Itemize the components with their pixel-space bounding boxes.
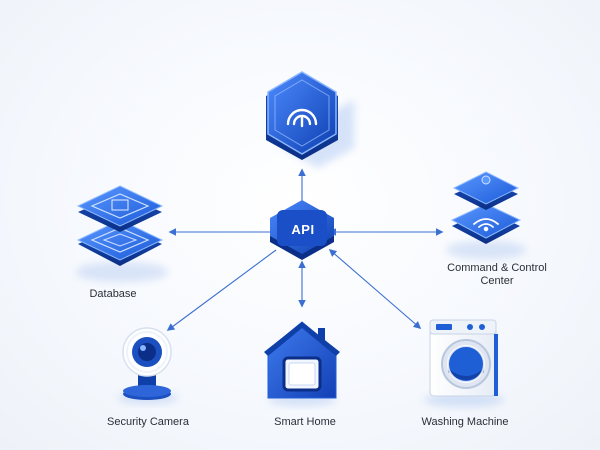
top-hexagon-node	[266, 71, 354, 168]
connector-lines	[166, 168, 444, 331]
washing-machine-label: Washing Machine	[421, 416, 509, 428]
api-label: API	[291, 222, 315, 237]
smart-home-node	[264, 321, 340, 406]
command-center-node	[446, 171, 526, 259]
washing-machine-node	[424, 319, 504, 407]
database-label: Database	[89, 288, 137, 300]
connector-api-to-washer	[328, 248, 422, 330]
security-camera-label: Security Camera	[107, 416, 189, 428]
lens-icon	[126, 331, 168, 373]
connector-api-to-camera	[166, 249, 277, 331]
database-node	[76, 185, 168, 282]
smart-home-label: Smart Home	[274, 416, 336, 428]
signal-icon	[473, 218, 499, 232]
api-center-node	[270, 200, 334, 260]
command-center-label: Command & Control Center	[447, 262, 547, 287]
security-camera-node	[118, 327, 178, 404]
wifi-icon	[286, 108, 318, 128]
